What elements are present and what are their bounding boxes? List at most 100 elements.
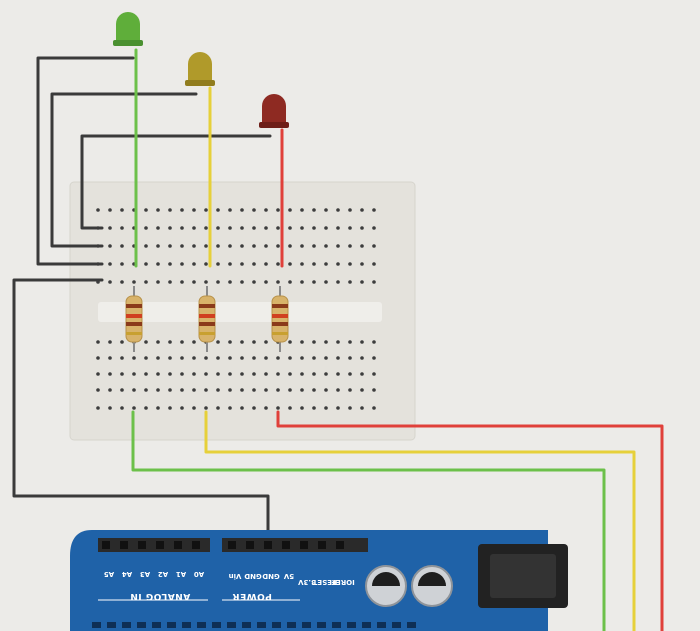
breadboard-hole [360,388,364,392]
breadboard-hole [336,226,340,230]
power-jack-inner [490,554,556,598]
bottom-pin [137,622,146,628]
breadboard-hole [144,226,148,230]
led-red[interactable] [259,94,289,128]
power-pin[interactable] [246,541,254,549]
breadboard-hole [144,340,148,344]
breadboard-hole [372,388,376,392]
analog-pin-label: A3 [140,570,150,578]
power-pin-label: IOREF [331,578,355,586]
power-pin[interactable] [336,541,344,549]
signal-wires [131,410,664,631]
breadboard-hole [96,372,100,376]
breadboard-center-channel [98,302,382,322]
analog-pin[interactable] [192,541,200,549]
breadboard-hole [312,280,316,284]
breadboard-hole [180,388,184,392]
breadboard-hole [108,388,112,392]
red-signal-wire [276,410,664,631]
breadboard-hole [252,262,256,266]
bottom-pin [107,622,116,628]
breadboard-hole [372,280,376,284]
breadboard-hole [300,388,304,392]
power-pin[interactable] [228,541,236,549]
breadboard-hole [240,340,244,344]
breadboard-hole [168,372,172,376]
resistor-yellow[interactable] [198,286,216,352]
breadboard-hole [168,262,172,266]
breadboard [69,181,416,441]
breadboard-hole [240,208,244,212]
analog-pin[interactable] [138,541,146,549]
breadboard-hole [324,244,328,248]
breadboard-hole [276,356,280,360]
breadboard-hole [348,406,352,410]
breadboard-hole [204,280,208,284]
resistor-red[interactable] [271,286,289,352]
breadboard-hole [324,372,328,376]
breadboard-hole [228,226,232,230]
breadboard-hole [156,208,160,212]
power-pin[interactable] [300,541,308,549]
breadboard-hole [108,372,112,376]
led-yellow[interactable] [185,52,215,86]
breadboard-hole [360,406,364,410]
breadboard-hole [132,406,136,410]
breadboard-hole [300,372,304,376]
breadboard-hole [108,356,112,360]
analog-pin[interactable] [102,541,110,549]
led-green[interactable] [113,12,143,46]
breadboard-hole [240,356,244,360]
breadboard-hole [168,244,172,248]
green-led-body [116,12,140,42]
breadboard-hole [276,244,280,248]
analog-pin[interactable] [120,541,128,549]
breadboard-hole [192,262,196,266]
yellow-signal-wire [204,410,636,631]
power-pin[interactable] [318,541,326,549]
power-pin[interactable] [282,541,290,549]
breadboard-hole [132,372,136,376]
analog-pin[interactable] [156,541,164,549]
breadboard-hole [156,388,160,392]
breadboard-hole [120,372,124,376]
breadboard-hole [168,340,172,344]
power-pin[interactable] [264,541,272,549]
breadboard-hole [264,262,268,266]
breadboard-hole [216,406,220,410]
breadboard-hole [120,388,124,392]
breadboard-hole [228,406,232,410]
breadboard-hole [120,280,124,284]
breadboard-hole [360,340,364,344]
breadboard-hole [360,244,364,248]
breadboard-hole [144,356,148,360]
ground-wire-yellow-led [50,92,198,248]
breadboard-hole [312,262,316,266]
breadboard-hole [300,340,304,344]
breadboard-hole [192,244,196,248]
resistor-green[interactable] [125,286,143,352]
breadboard-hole [252,340,256,344]
breadboard-hole [96,208,100,212]
breadboard-hole [96,340,100,344]
breadboard-hole [324,356,328,360]
bottom-pin-row [92,622,416,628]
breadboard-hole [216,388,220,392]
breadboard-hole [228,208,232,212]
breadboard-hole [120,356,124,360]
breadboard-hole [324,208,328,212]
power-header[interactable] [222,538,368,552]
bottom-pin [92,622,101,628]
breadboard-hole [312,356,316,360]
breadboard-hole [192,372,196,376]
breadboard-hole [132,356,136,360]
breadboard-hole [336,356,340,360]
capacitor-1 [365,565,407,607]
breadboard-hole [156,226,160,230]
breadboard-hole [288,226,292,230]
breadboard-hole [240,406,244,410]
analog-pin[interactable] [174,541,182,549]
breadboard-hole [372,226,376,230]
